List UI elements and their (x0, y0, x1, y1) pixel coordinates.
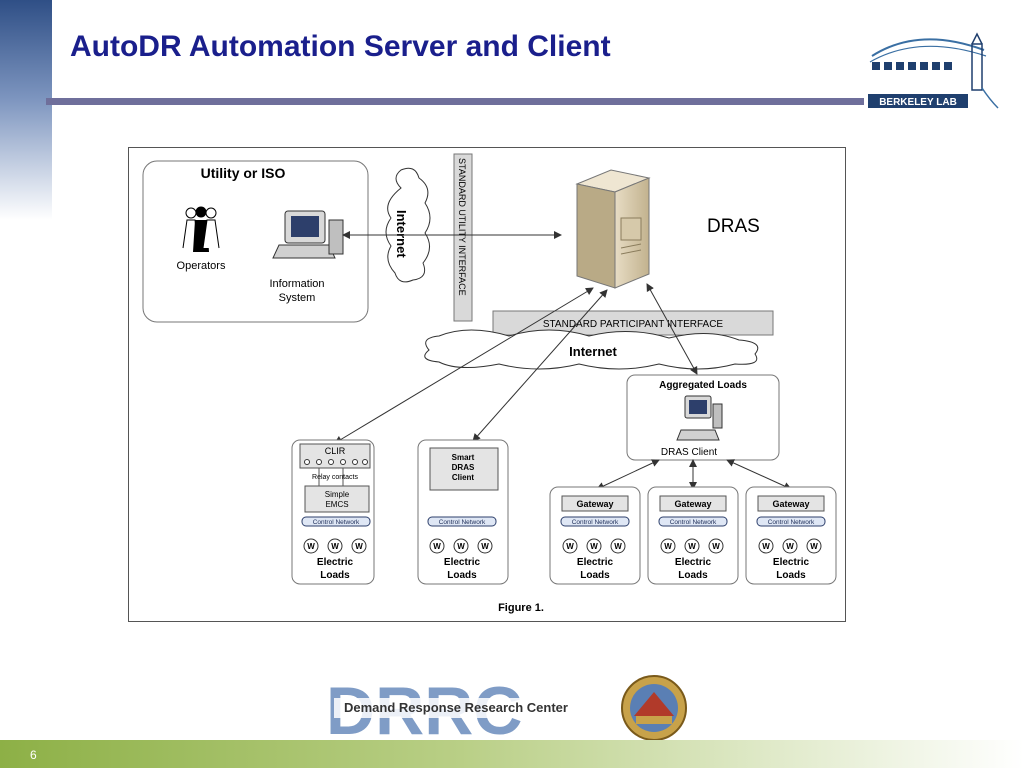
utility-box (142, 160, 369, 323)
dras-smart-client-arrow (472, 289, 608, 442)
control-network-1 (301, 516, 371, 527)
gateway-device-3 (757, 495, 825, 512)
simple-emcs-label-1: Simple (325, 490, 350, 499)
information-system-label-2: System (279, 292, 316, 304)
control-network-2 (427, 516, 497, 527)
relay-contacts-label: Relay contacts (312, 474, 358, 481)
electric-loads-label-1a: Electric (317, 557, 354, 568)
load-w-5-2: W (786, 542, 794, 551)
control-network-3 (560, 516, 630, 527)
dras-client-label: DRAS Client (661, 447, 717, 458)
drrc-name: Demand Response Research Center (344, 700, 568, 715)
simple-emcs-device (304, 485, 370, 513)
control-network-label-5: Control Network (768, 519, 815, 526)
electric-loads-label-4b: Loads (678, 570, 708, 581)
berkeley-lab-logo: BERKELEY LAB (864, 28, 1004, 110)
standard-utility-interface-label: STANDARD UTILITY INTERFACE (457, 158, 467, 296)
page-number: 6 (30, 748, 37, 762)
load-w-1-2: W (331, 542, 339, 551)
dras-client-computer-icon (676, 395, 723, 441)
load-w-1-3: W (355, 542, 363, 551)
left-gradient-bar (0, 0, 52, 220)
load-w-4-1: W (664, 542, 672, 551)
smart-dras-client-label-1: Smart (452, 453, 475, 462)
architecture-diagram: Utility or ISO Operators Information Sys… (142, 153, 837, 614)
load-w-2-3: W (481, 542, 489, 551)
simple-emcs-label-2: EMCS (325, 500, 348, 509)
electric-loads-label-4a: Electric (675, 557, 712, 568)
clir-label: CLIR (325, 446, 346, 456)
operators-icon (182, 206, 220, 252)
load-w-3-2: W (590, 542, 598, 551)
slide-title: AutoDR Automation Server and Client (70, 30, 611, 63)
electric-loads-label-1b: Loads (320, 570, 350, 581)
control-network-label-2: Control Network (439, 519, 486, 526)
aggregated-gateway1-arrow (596, 459, 660, 490)
electric-loads-label-5b: Loads (776, 570, 806, 581)
control-network-4 (658, 516, 728, 527)
load-w-2-1: W (433, 542, 441, 551)
berkeley-lab-text: BERKELEY LAB (879, 97, 957, 108)
load-w-4-3: W (712, 542, 720, 551)
smart-dras-client-label-2: DRAS (452, 463, 475, 472)
standard-participant-interface-label: STANDARD PARTICIPANT INTERFACE (543, 319, 724, 330)
figure-caption: Figure 1. (498, 602, 544, 614)
gateway-label-1: Gateway (576, 499, 613, 509)
load-w-1-1: W (307, 542, 315, 551)
electric-loads-label-5a: Electric (773, 557, 810, 568)
dras-label: DRAS (707, 216, 760, 237)
load-w-3-3: W (614, 542, 622, 551)
information-system-label-1: Information (269, 278, 324, 290)
drrc-logo: DRRC Demand Response Research Center (316, 672, 700, 750)
smart-dras-client-device (429, 447, 499, 491)
footer-bar (0, 740, 1024, 768)
dras-server-icon (575, 169, 651, 289)
aggregated-gateway3-arrow (726, 459, 792, 490)
load-w-5-3: W (810, 542, 818, 551)
electric-loads-label-2b: Loads (447, 570, 477, 581)
internet-horizontal-label: Internet (569, 344, 617, 359)
gateway-label-2: Gateway (674, 499, 711, 509)
load-w-2-2: W (457, 542, 465, 551)
load-w-3-1: W (566, 542, 574, 551)
electric-loads-label-3b: Loads (580, 570, 610, 581)
electric-loads-label-3a: Electric (577, 557, 614, 568)
load-w-4-2: W (688, 542, 696, 551)
gateway-device-2 (659, 495, 727, 512)
dras-aggregated-arrow (646, 283, 698, 375)
gateway-label-3: Gateway (772, 499, 809, 509)
control-network-5 (756, 516, 826, 527)
utility-box-title: Utility or ISO (201, 165, 286, 181)
control-network-label-3: Control Network (572, 519, 619, 526)
aggregated-loads-label: Aggregated Loads (659, 380, 747, 391)
computer-icon (272, 210, 344, 259)
diagram-frame: Utility or ISO Operators Information Sys… (128, 147, 846, 622)
internet-vertical-label: Internet (394, 210, 409, 258)
control-network-label-1: Control Network (313, 519, 360, 526)
title-rule (46, 98, 864, 105)
state-seal-icon (621, 675, 687, 741)
load-w-5-1: W (762, 542, 770, 551)
electric-loads-label-2a: Electric (444, 557, 481, 568)
gateway-device-1 (561, 495, 629, 512)
smart-dras-client-label-3: Client (452, 473, 475, 482)
control-network-label-4: Control Network (670, 519, 717, 526)
relay-contacts-icon (304, 459, 368, 465)
clir-device (299, 443, 371, 469)
operators-label: Operators (177, 260, 226, 272)
